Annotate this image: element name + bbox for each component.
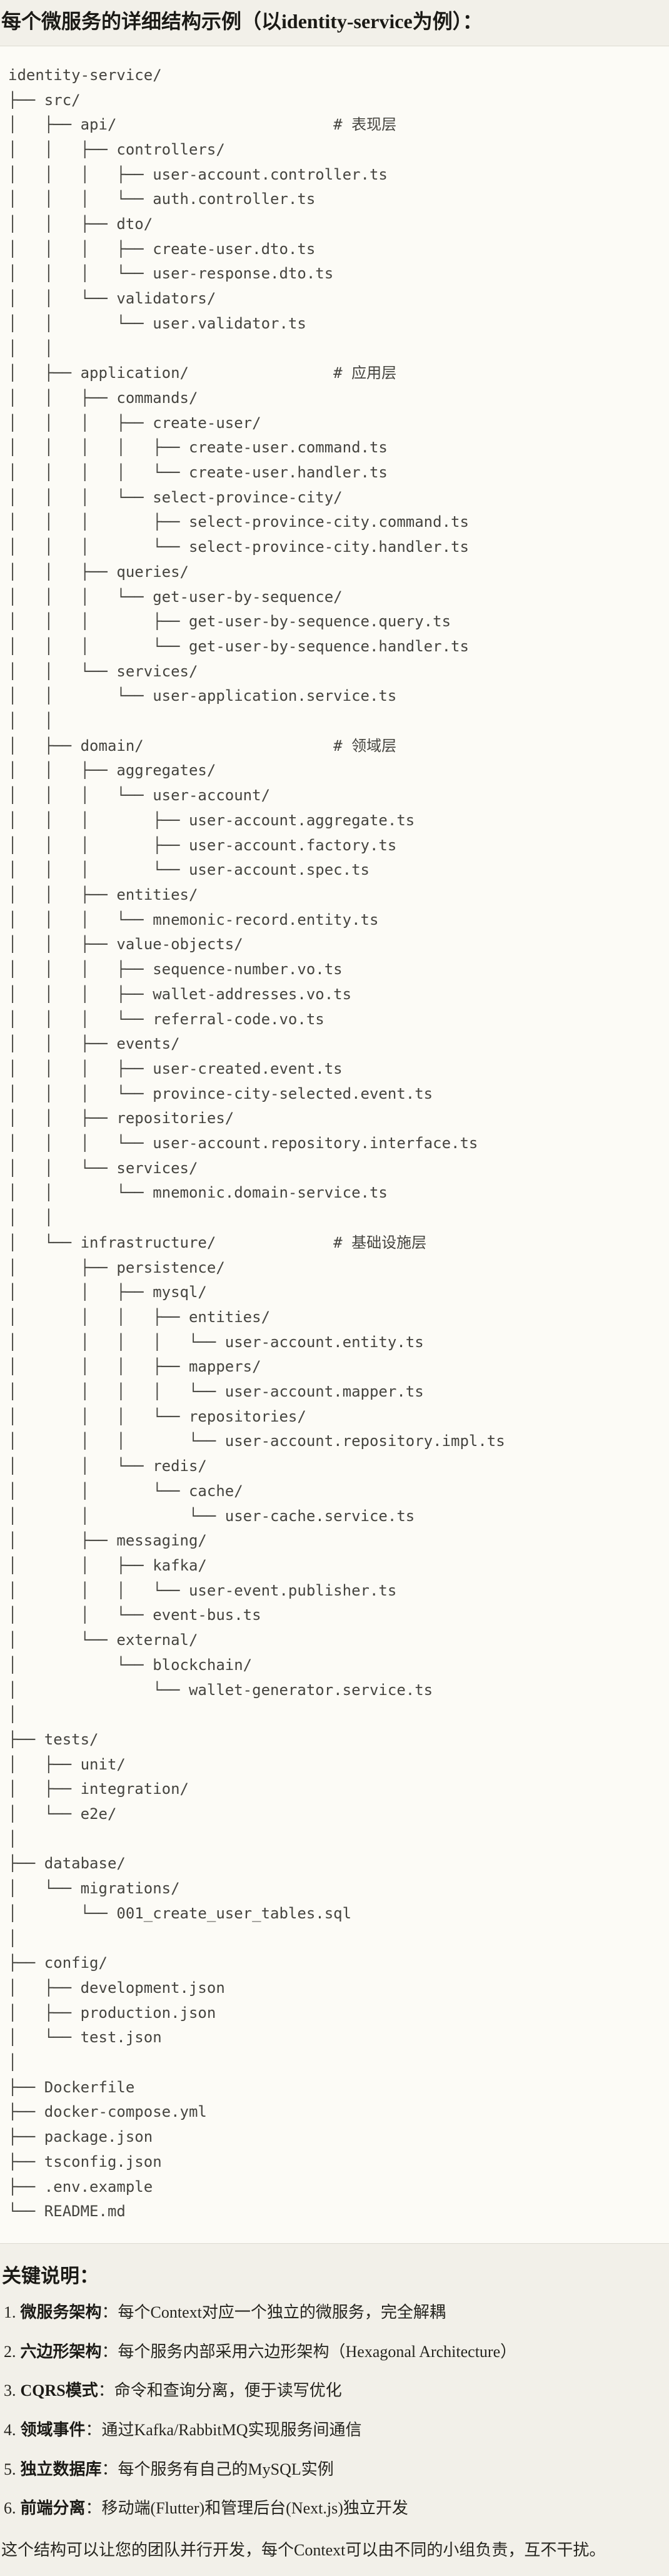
note-term: 六边形架构 [20, 2342, 102, 2361]
note-desc: ：每个服务有自己的MySQL实例 [101, 2460, 334, 2478]
note-item-2: 2.六边形架构：每个服务内部采用六边形架构（Hexagonal Architec… [4, 2340, 669, 2364]
closing-paragraph: 这个结构可以让您的团队并行开发，每个Context可以由不同的小组负责，互不干扰… [1, 2541, 606, 2560]
note-item-3: 3.CQRS模式：命令和查询分离，便于读写优化 [4, 2379, 669, 2403]
note-desc: ：每个服务内部采用六边形架构（Hexagonal Architecture） [101, 2342, 517, 2361]
notes-list: 1.微服务架构：每个Context对应一个独立的微服务，完全解耦 2.六边形架构… [0, 2288, 669, 2520]
note-desc: ：通过Kafka/RabbitMQ实现服务间通信 [85, 2421, 362, 2440]
note-number: 1. [4, 2303, 16, 2321]
page-title: 每个微服务的详细结构示例（以identity-service为例）： [1, 10, 483, 33]
note-item-4: 4.领域事件：通过Kafka/RabbitMQ实现服务间通信 [4, 2418, 669, 2442]
note-term: 独立数据库 [20, 2460, 102, 2478]
note-term: 前端分离 [20, 2499, 86, 2518]
code-block: identity-service/ ├── src/ │ ├── api/ # … [0, 45, 669, 2244]
note-item-6: 6.前端分离：移动端(Flutter)和管理后台(Next.js)独立开发 [4, 2497, 669, 2520]
note-number: 6. [4, 2499, 16, 2518]
note-term: CQRS模式 [20, 2381, 98, 2400]
note-desc: ：每个Context对应一个独立的微服务，完全解耦 [101, 2303, 446, 2321]
note-item-5: 5.独立数据库：每个服务有自己的MySQL实例 [4, 2458, 669, 2482]
note-term: 领域事件 [20, 2421, 86, 2440]
note-desc: ：移动端(Flutter)和管理后台(Next.js)独立开发 [85, 2499, 408, 2518]
note-desc: ：命令和查询分离，便于读写优化 [98, 2381, 342, 2400]
note-number: 4. [4, 2421, 16, 2440]
note-number: 3. [4, 2381, 16, 2400]
note-number: 5. [4, 2460, 16, 2478]
note-number: 2. [4, 2342, 16, 2361]
note-term: 微服务架构 [20, 2303, 102, 2321]
note-item-1: 1.微服务架构：每个Context对应一个独立的微服务，完全解耦 [4, 2301, 669, 2324]
notes-heading: 关键说明： [2, 2264, 99, 2287]
file-tree: identity-service/ ├── src/ │ ├── api/ # … [8, 66, 505, 2221]
